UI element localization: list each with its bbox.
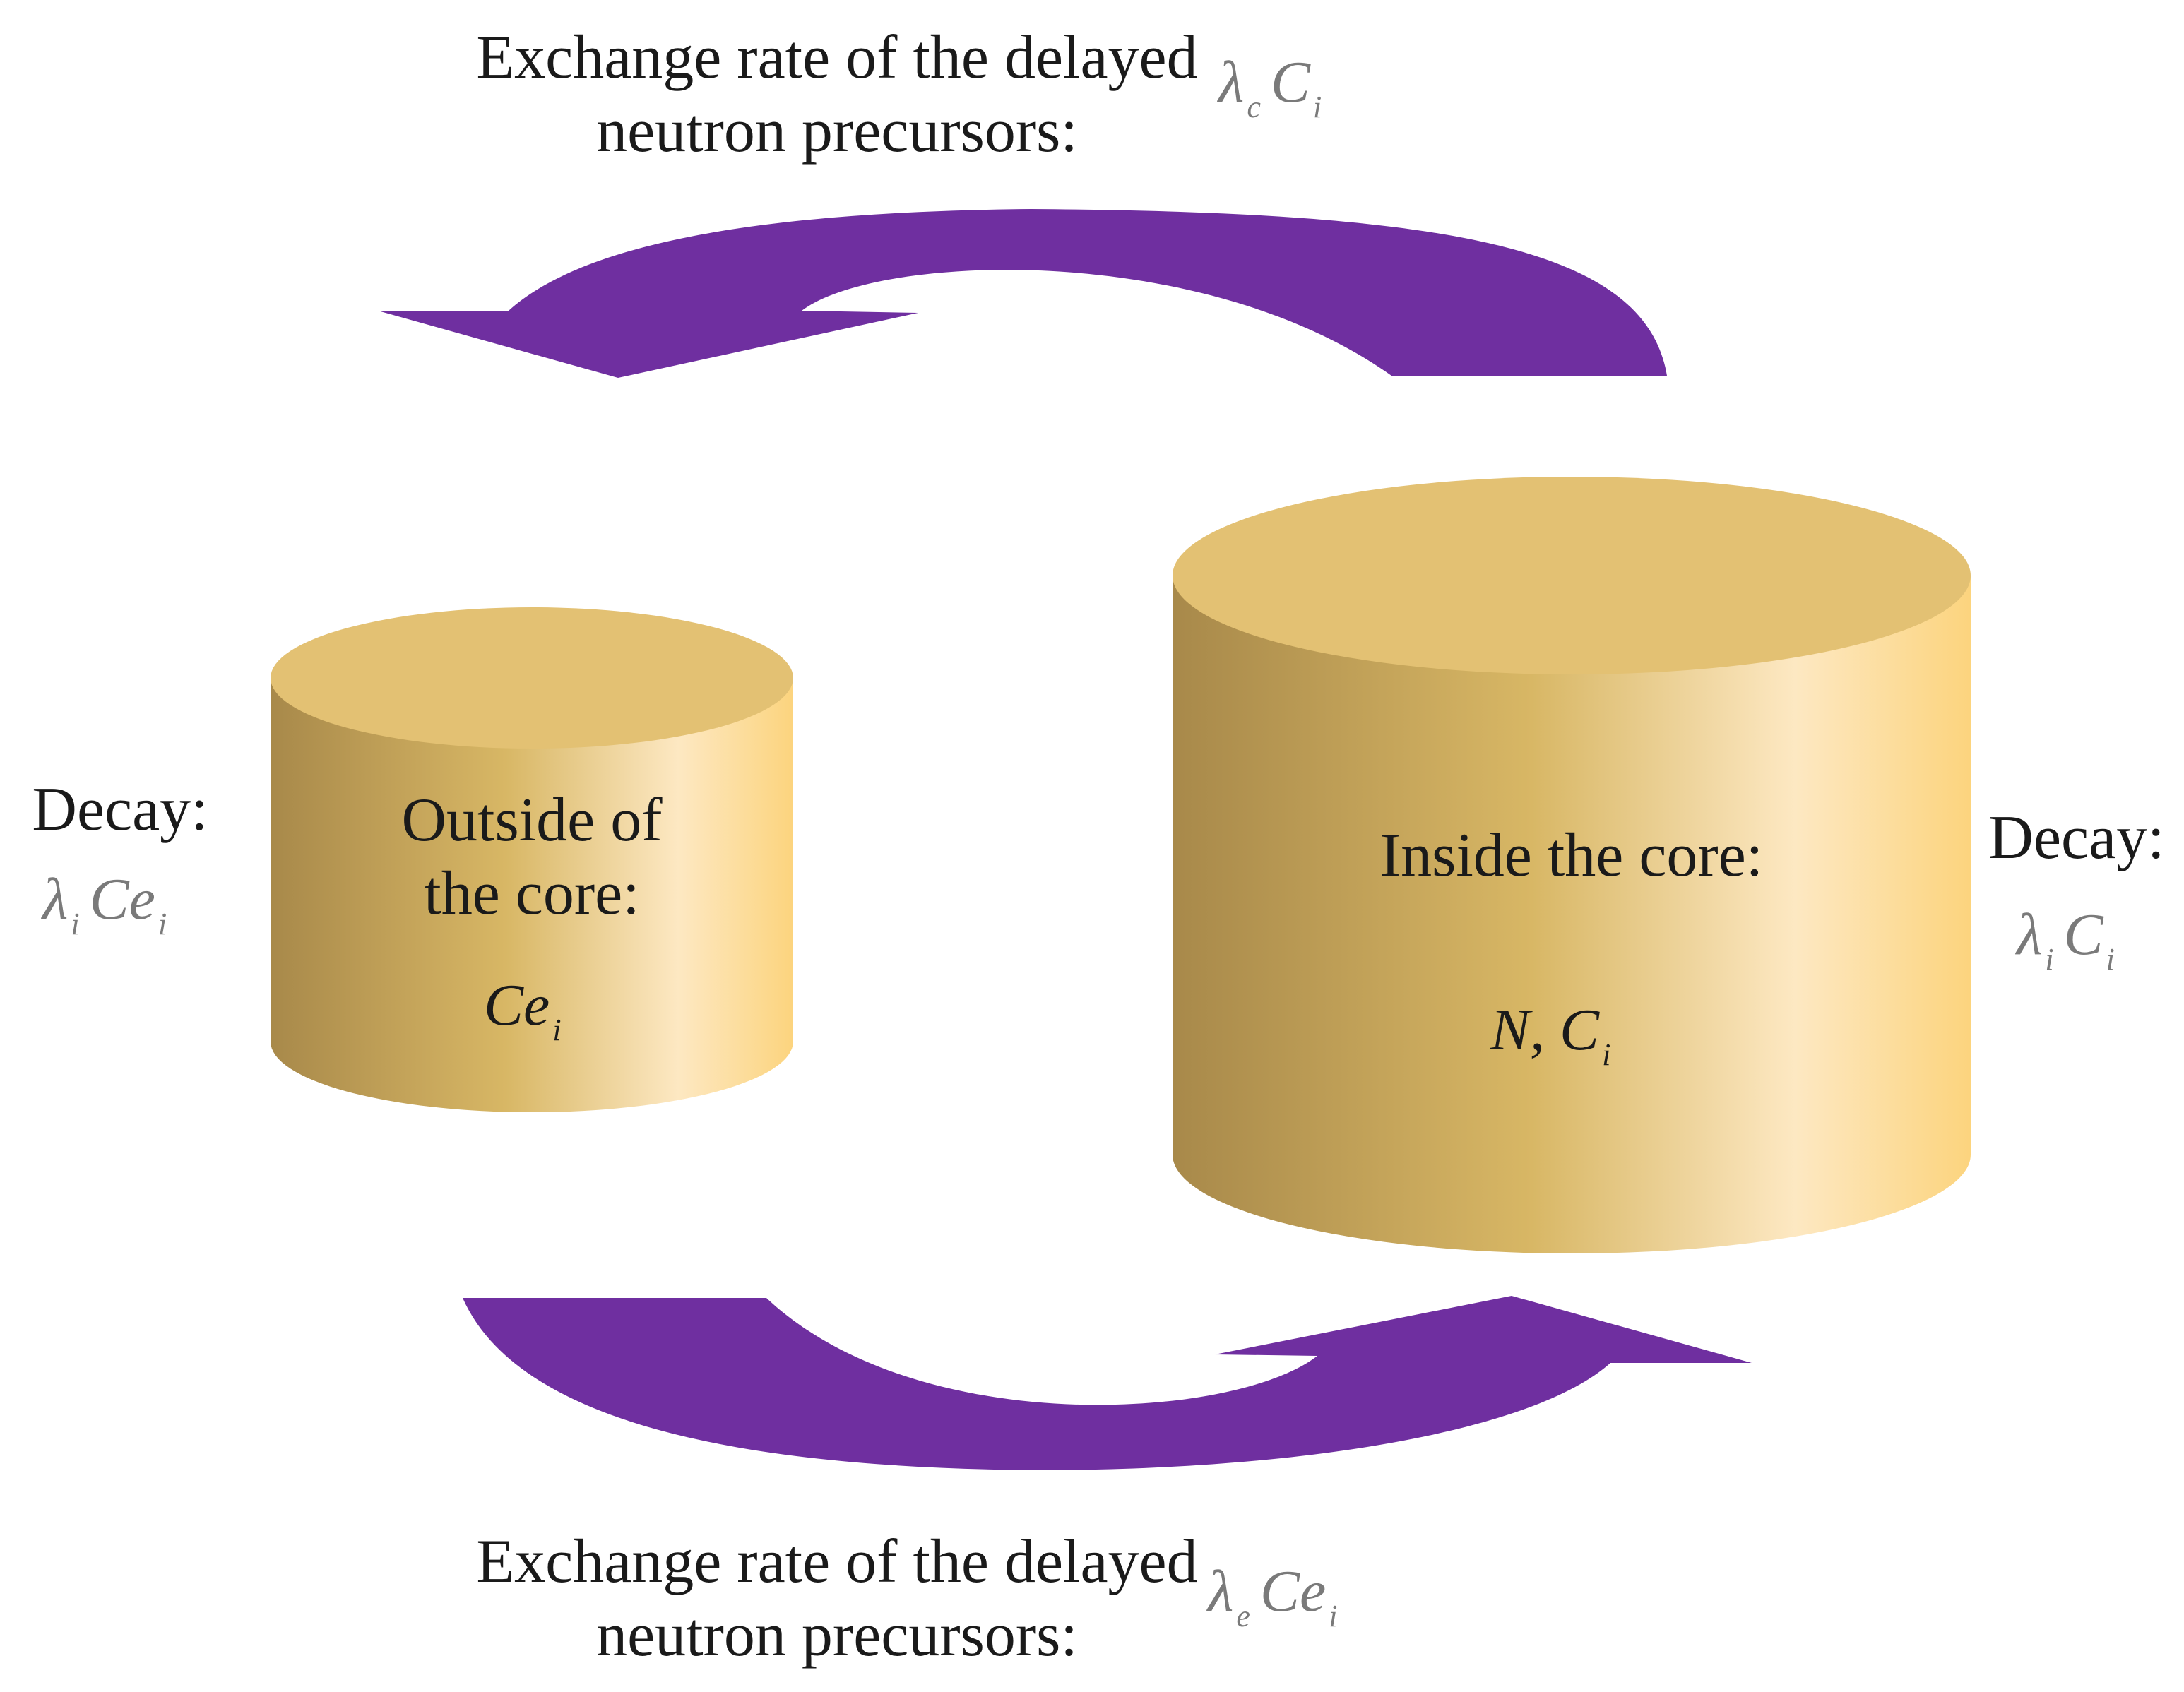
top-exchange-label: Exchange rate of the delayed neutron pre… <box>396 21 1278 168</box>
bottom-exchange-line2: neutron precursors: <box>596 1601 1078 1669</box>
inside-core-cylinder <box>1173 477 1971 1253</box>
bottom-exchange-line1: Exchange rate of the delayed <box>476 1527 1198 1596</box>
left-decay-label: Decay: <box>32 775 208 844</box>
top-exchange-line1: Exchange rate of the delayed <box>476 23 1198 92</box>
right-decay-label: Decay: <box>1988 804 2165 872</box>
outside-core-line2: the core: <box>424 859 640 928</box>
top-exchange-arrow <box>378 209 1667 378</box>
bottom-exchange-label: Exchange rate of the delayed neutron pre… <box>396 1525 1278 1672</box>
bottom-exchange-arrow <box>463 1296 1752 1470</box>
inside-core-expression: N, Ci <box>1490 997 1611 1072</box>
outside-core-line1: Outside of <box>401 786 663 854</box>
outside-core-label: Outside of the core: <box>320 784 744 931</box>
outside-core-expression: Cei <box>484 972 562 1047</box>
top-exchange-line2: neutron precursors: <box>596 97 1078 165</box>
outside-core-cylinder <box>271 607 793 1112</box>
inside-core-label: Inside the core: <box>1379 821 1764 890</box>
